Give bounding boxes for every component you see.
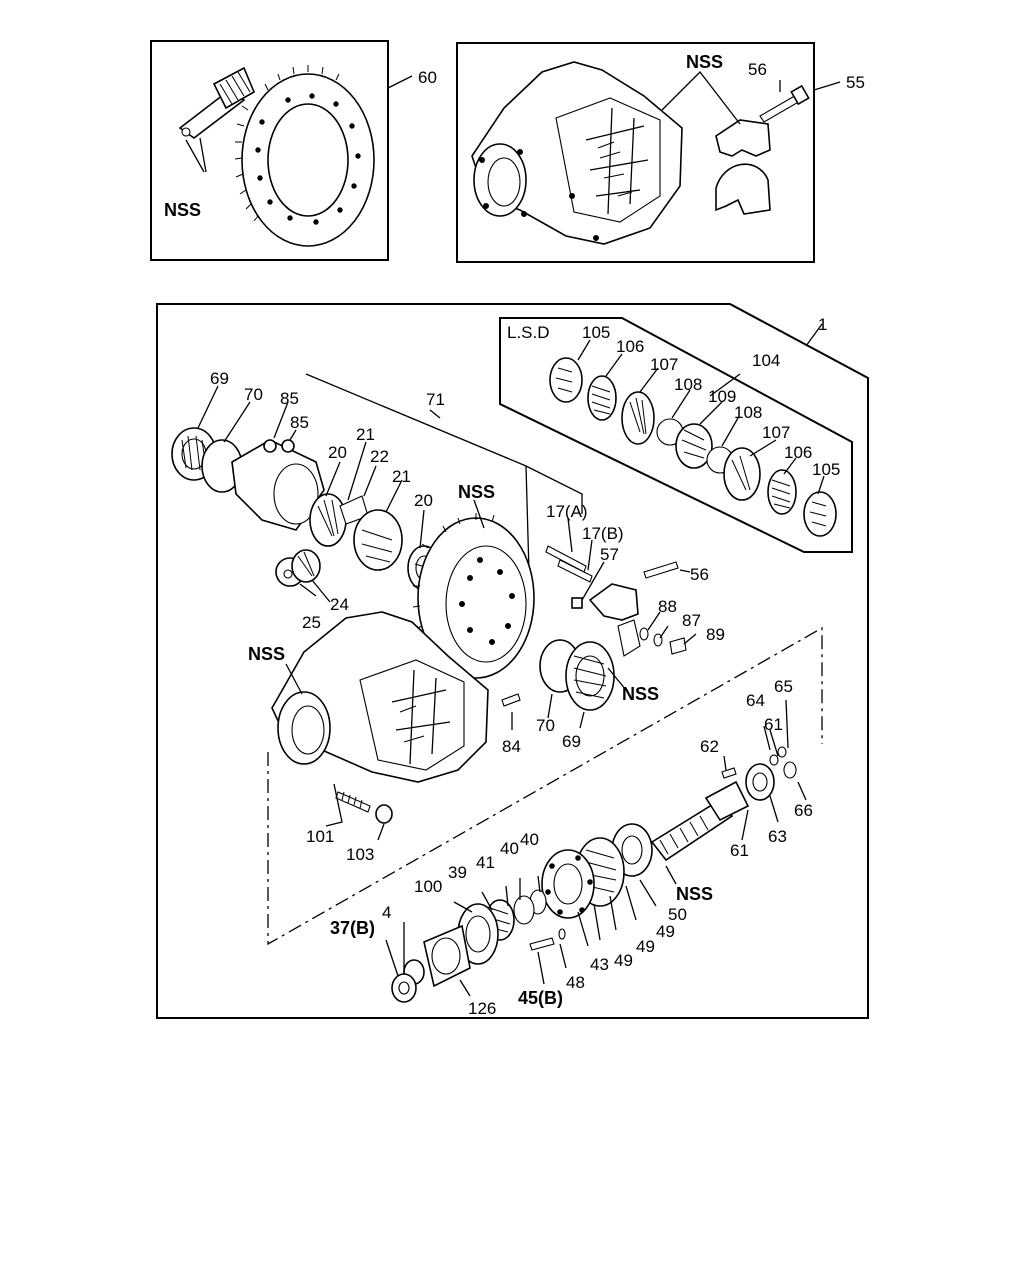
callout-85-b: 85 [290, 413, 309, 432]
lsd-kit: L.S.D 104 [499, 317, 853, 553]
lsd-title: L.S.D [507, 323, 550, 342]
callout-88: 88 [658, 597, 677, 616]
callout-nss-ring-gear: NSS [458, 482, 495, 502]
callout-20-a: 20 [328, 443, 347, 462]
main-frame [156, 303, 869, 1019]
callout-61-bottom: 61 [730, 841, 749, 860]
callout-4: 4 [382, 903, 391, 922]
callout-21-b: 21 [392, 467, 411, 486]
callout-126: 126 [468, 999, 496, 1018]
callout-69-top: 69 [210, 369, 229, 388]
callout-40-a: 40 [520, 830, 539, 849]
cap-bolt-drawing [759, 84, 810, 123]
callout-37b: 37(B) [330, 918, 375, 938]
callout-17a: 17(A) [546, 502, 588, 521]
callout-63: 63 [768, 827, 787, 846]
carrier-housing-drawing [471, 61, 683, 245]
callout-57: 57 [600, 545, 619, 564]
inset-frame-right [456, 42, 815, 263]
callout-64: 64 [746, 691, 765, 710]
callout-56-main: 56 [690, 565, 709, 584]
drive-pinion-group: 101 103 65 64 61 62 66 63 61 [267, 626, 823, 1018]
callout-1: 1 [818, 315, 827, 334]
callout-56-inset: 56 [748, 60, 767, 79]
callout-nss-housing-main: NSS [248, 644, 285, 664]
lsd-label-105a: 105 [582, 323, 610, 342]
lsd-label-105b: 105 [812, 460, 840, 479]
callout-55: 55 [846, 73, 865, 92]
inset-carrier-housing: NSS 56 55 [456, 42, 865, 263]
callout-17b: 17(B) [582, 524, 624, 543]
callout-65: 65 [774, 677, 793, 696]
inset-frame-left [150, 40, 389, 261]
callout-104: 104 [752, 351, 780, 370]
lsd-label-106a: 106 [616, 337, 644, 356]
callout-87: 87 [682, 611, 701, 630]
callout-nss-cap: NSS [622, 684, 659, 704]
drive-pinion-drawing [178, 66, 256, 139]
callout-49-b: 49 [636, 937, 655, 956]
lsd-label-109: 109 [708, 387, 736, 406]
lsd-label-108a: 108 [674, 375, 702, 394]
inset-ring-gear-pinion: 60 NSS [150, 40, 437, 261]
lsd-label-107b: 107 [762, 423, 790, 442]
callout-nss-pinion-gear: NSS [164, 200, 201, 220]
callout-39: 39 [448, 863, 467, 882]
callout-24: 24 [330, 595, 349, 614]
callout-nss-housing: NSS [686, 52, 723, 72]
bearing-cap-drawing [715, 119, 771, 215]
callout-25: 25 [302, 613, 321, 632]
differential-case-group: 69 70 85 85 71 21 20 22 21 20 24 25 [171, 369, 583, 632]
lsd-label-107a: 107 [650, 355, 678, 374]
callout-103: 103 [346, 845, 374, 864]
callout-70-top: 70 [244, 385, 263, 404]
callout-49-c: 49 [614, 951, 633, 970]
callout-49-a: 49 [656, 922, 675, 941]
callout-85-a: 85 [280, 389, 299, 408]
callout-22: 22 [370, 447, 389, 466]
callout-62: 62 [700, 737, 719, 756]
callout-89: 89 [706, 625, 725, 644]
callout-84: 84 [502, 737, 521, 756]
callout-101: 101 [306, 827, 334, 846]
callout-40-b: 40 [500, 839, 519, 858]
callout-43: 43 [590, 955, 609, 974]
ring-gear-drawing [234, 65, 375, 247]
callout-70-bottom: 70 [536, 716, 555, 735]
main-assembly: 1 L.S.D 104 [156, 303, 869, 1019]
group-71-bracket [305, 373, 583, 609]
ring-gear-housing-group: NSS 17(A) 17(B) 57 56 NSS 88 87 89 NSS 8… [248, 482, 725, 783]
lsd-label-106b: 106 [784, 443, 812, 462]
callout-66: 66 [794, 801, 813, 820]
callout-100: 100 [414, 877, 442, 896]
lsd-parts-drawing [549, 357, 837, 537]
callout-48: 48 [566, 973, 585, 992]
lsd-label-108b: 108 [734, 403, 762, 422]
callout-50: 50 [668, 905, 687, 924]
callout-20-b: 20 [414, 491, 433, 510]
callout-61-top: 61 [764, 715, 783, 734]
lsd-frame [499, 317, 853, 553]
callout-71: 71 [426, 390, 445, 409]
callout-21-a: 21 [356, 425, 375, 444]
callout-nss-pinion-shaft: NSS [676, 884, 713, 904]
callout-41: 41 [476, 853, 495, 872]
callout-60: 60 [418, 68, 437, 87]
callout-69-bottom: 69 [562, 732, 581, 751]
callout-45b: 45(B) [518, 988, 563, 1008]
